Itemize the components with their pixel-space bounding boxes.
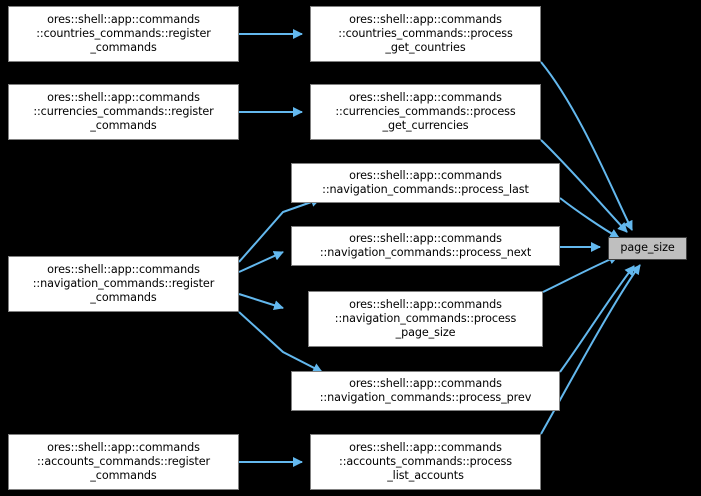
graph-node-page_size[interactable]: page_size [608, 237, 687, 260]
graph-node-process_last[interactable]: ores::shell::app::commands ::navigation_… [291, 163, 560, 203]
graph-node-currencies_register[interactable]: ores::shell::app::commands ::currencies_… [8, 84, 239, 140]
graph-node-process_page_size[interactable]: ores::shell::app::commands ::navigation_… [308, 291, 543, 347]
edge-process_last-to-page_size [559, 197, 620, 239]
graph-node-process_next[interactable]: ores::shell::app::commands ::navigation_… [291, 226, 560, 266]
graph-node-countries_process[interactable]: ores::shell::app::commands ::countries_c… [310, 6, 541, 62]
edge-navigation_register-to-process_next [238, 251, 284, 273]
graph-node-navigation_register[interactable]: ores::shell::app::commands ::navigation_… [8, 256, 239, 312]
graph-node-currencies_process[interactable]: ores::shell::app::commands ::currencies_… [310, 84, 541, 140]
graph-node-accounts_register[interactable]: ores::shell::app::commands ::accounts_co… [8, 434, 239, 490]
edge-countries_process-to-page_size [540, 61, 633, 231]
edge-process_prev-to-page_size [559, 265, 635, 373]
graph-node-countries_register[interactable]: ores::shell::app::commands ::countries_c… [8, 6, 239, 62]
graph-node-accounts_process[interactable]: ores::shell::app::commands ::accounts_co… [310, 434, 541, 490]
graph-node-process_prev[interactable]: ores::shell::app::commands ::navigation_… [291, 371, 560, 411]
edge-navigation_register-to-process_page_size [238, 293, 284, 311]
